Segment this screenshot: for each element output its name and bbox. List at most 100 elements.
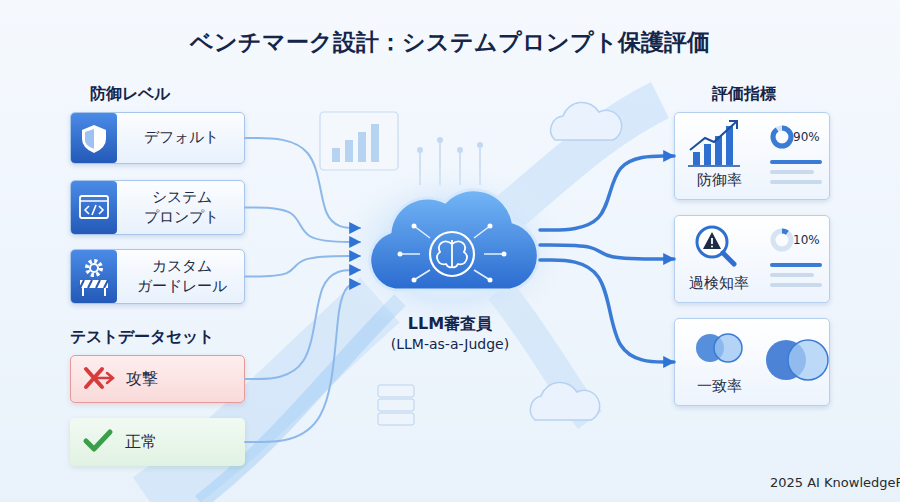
- check-icon: [86, 432, 110, 449]
- circuit-dot: [488, 278, 493, 283]
- metric-name: 防御率: [679, 171, 759, 191]
- warning-icon: [711, 246, 713, 248]
- box-label: デフォルト: [144, 128, 219, 148]
- icon-tile: [71, 250, 117, 303]
- defense-level-box: カスタム ガードレール: [70, 249, 245, 304]
- barrier-icon: [80, 280, 108, 296]
- flow-ribbon: [200, 300, 400, 502]
- metric-name: 一致率: [679, 377, 759, 397]
- gear-icon: [87, 261, 101, 275]
- flow-arrow: [245, 270, 360, 379]
- donut-track: [773, 128, 791, 146]
- metric-card: 過検知率 10%: [674, 215, 830, 303]
- venn-icon: [788, 340, 828, 380]
- circuit-dot: [398, 252, 403, 257]
- circuit-dot: [437, 137, 443, 143]
- server-unit: [378, 385, 414, 397]
- brain-icon: [437, 240, 467, 268]
- panel-bar: [371, 124, 379, 162]
- box-label: 攻撃: [126, 369, 158, 390]
- chart-panel: [320, 112, 398, 170]
- panel-bar: [332, 148, 340, 162]
- circuit-dot: [488, 224, 493, 229]
- circuit-lines: [420, 140, 480, 185]
- warning-icon: [703, 232, 721, 249]
- small-cloud: [551, 102, 622, 140]
- panel-bar: [345, 140, 353, 162]
- server-unit: [378, 399, 414, 411]
- bar-chart-icon: [704, 144, 711, 165]
- judge-cloud: [370, 190, 539, 290]
- summary-line: [770, 263, 822, 267]
- gear-icon: [90, 264, 98, 272]
- trend-arrow: [690, 121, 737, 150]
- metric-card: 防御率 90%: [674, 112, 830, 200]
- code-window-icon: [80, 201, 108, 215]
- flow-arrow: [245, 256, 360, 277]
- warning-icon: [711, 238, 713, 244]
- chart-axis: [688, 165, 740, 167]
- circuit-dot: [502, 252, 507, 257]
- flow-arrow: [245, 284, 360, 442]
- flow-arrow: [540, 245, 674, 259]
- box-label: 正常: [125, 432, 157, 453]
- watermark: 2025 AI KnowledgeFlow: [770, 475, 900, 490]
- flow-ribbon: [150, 300, 380, 502]
- bar-chart-icon: [726, 126, 733, 165]
- donut-value: [773, 231, 791, 249]
- flow-arrow: [540, 260, 674, 362]
- shield-icon: [85, 129, 94, 149]
- small-cloud: [530, 382, 599, 420]
- magnifier-icon: [723, 253, 734, 264]
- diagram-title: ベンチマーク設計：システムプロンプト保護評価: [0, 27, 900, 58]
- flow-ribbon: [500, 290, 590, 420]
- brain-circuits: [400, 226, 504, 280]
- attack-icon: [96, 373, 113, 383]
- flow-arrow: [245, 208, 360, 243]
- test-data-box: 攻撃: [70, 355, 245, 403]
- percent-value: 10%: [793, 233, 820, 249]
- panel-bar: [358, 132, 366, 162]
- icon-tile: [71, 113, 117, 163]
- barrier-icon: [80, 280, 108, 288]
- venn-icon: [714, 334, 742, 362]
- summary-line: [770, 160, 822, 164]
- metric-name: 過検知率: [679, 274, 759, 294]
- icon-tile: [71, 181, 117, 234]
- bar-chart-icon: [693, 152, 700, 165]
- defense-level-box: システム プロンプト: [70, 180, 245, 235]
- judge-title: LLM審査員: [408, 314, 492, 335]
- metric-card: 一致率: [674, 318, 830, 406]
- circuit-dot: [457, 147, 463, 153]
- circuit-dot: [477, 142, 483, 148]
- venn-icon: [696, 334, 724, 362]
- code-window-icon: [80, 196, 108, 218]
- circuit-dot: [412, 224, 417, 229]
- barrier-icon: [83, 288, 105, 296]
- judge-subtitle: (LLM-as-a-Judge): [391, 335, 509, 353]
- flow-arrow: [245, 138, 360, 228]
- test-data-box: 正常: [70, 418, 245, 466]
- flow-arrow: [540, 156, 674, 230]
- cloud-glow: [332, 165, 572, 335]
- donut-track: [773, 231, 791, 249]
- server-unit: [378, 413, 414, 425]
- summary-line: [770, 170, 814, 174]
- summary-line: [770, 273, 814, 277]
- brain-ring: [430, 232, 474, 276]
- section-heading: 防御レベル: [90, 84, 170, 105]
- box-label: カスタム ガードレール: [127, 257, 237, 296]
- section-heading: 評価指標: [712, 84, 776, 105]
- flow-ribbon: [500, 100, 660, 220]
- judge-node: LLM審査員(LLM-as-a-Judge): [360, 185, 540, 365]
- defense-level-box: デフォルト: [70, 112, 245, 164]
- summary-line: [770, 283, 822, 287]
- donut-value: [773, 128, 791, 146]
- circuit-dot: [412, 278, 417, 283]
- section-heading: テストデータセット: [70, 327, 214, 348]
- summary-line: [770, 180, 822, 184]
- attack-icon: [86, 369, 102, 387]
- bar-chart-icon: [715, 136, 722, 165]
- magnifier-icon: [697, 227, 727, 257]
- percent-value: 90%: [793, 130, 820, 146]
